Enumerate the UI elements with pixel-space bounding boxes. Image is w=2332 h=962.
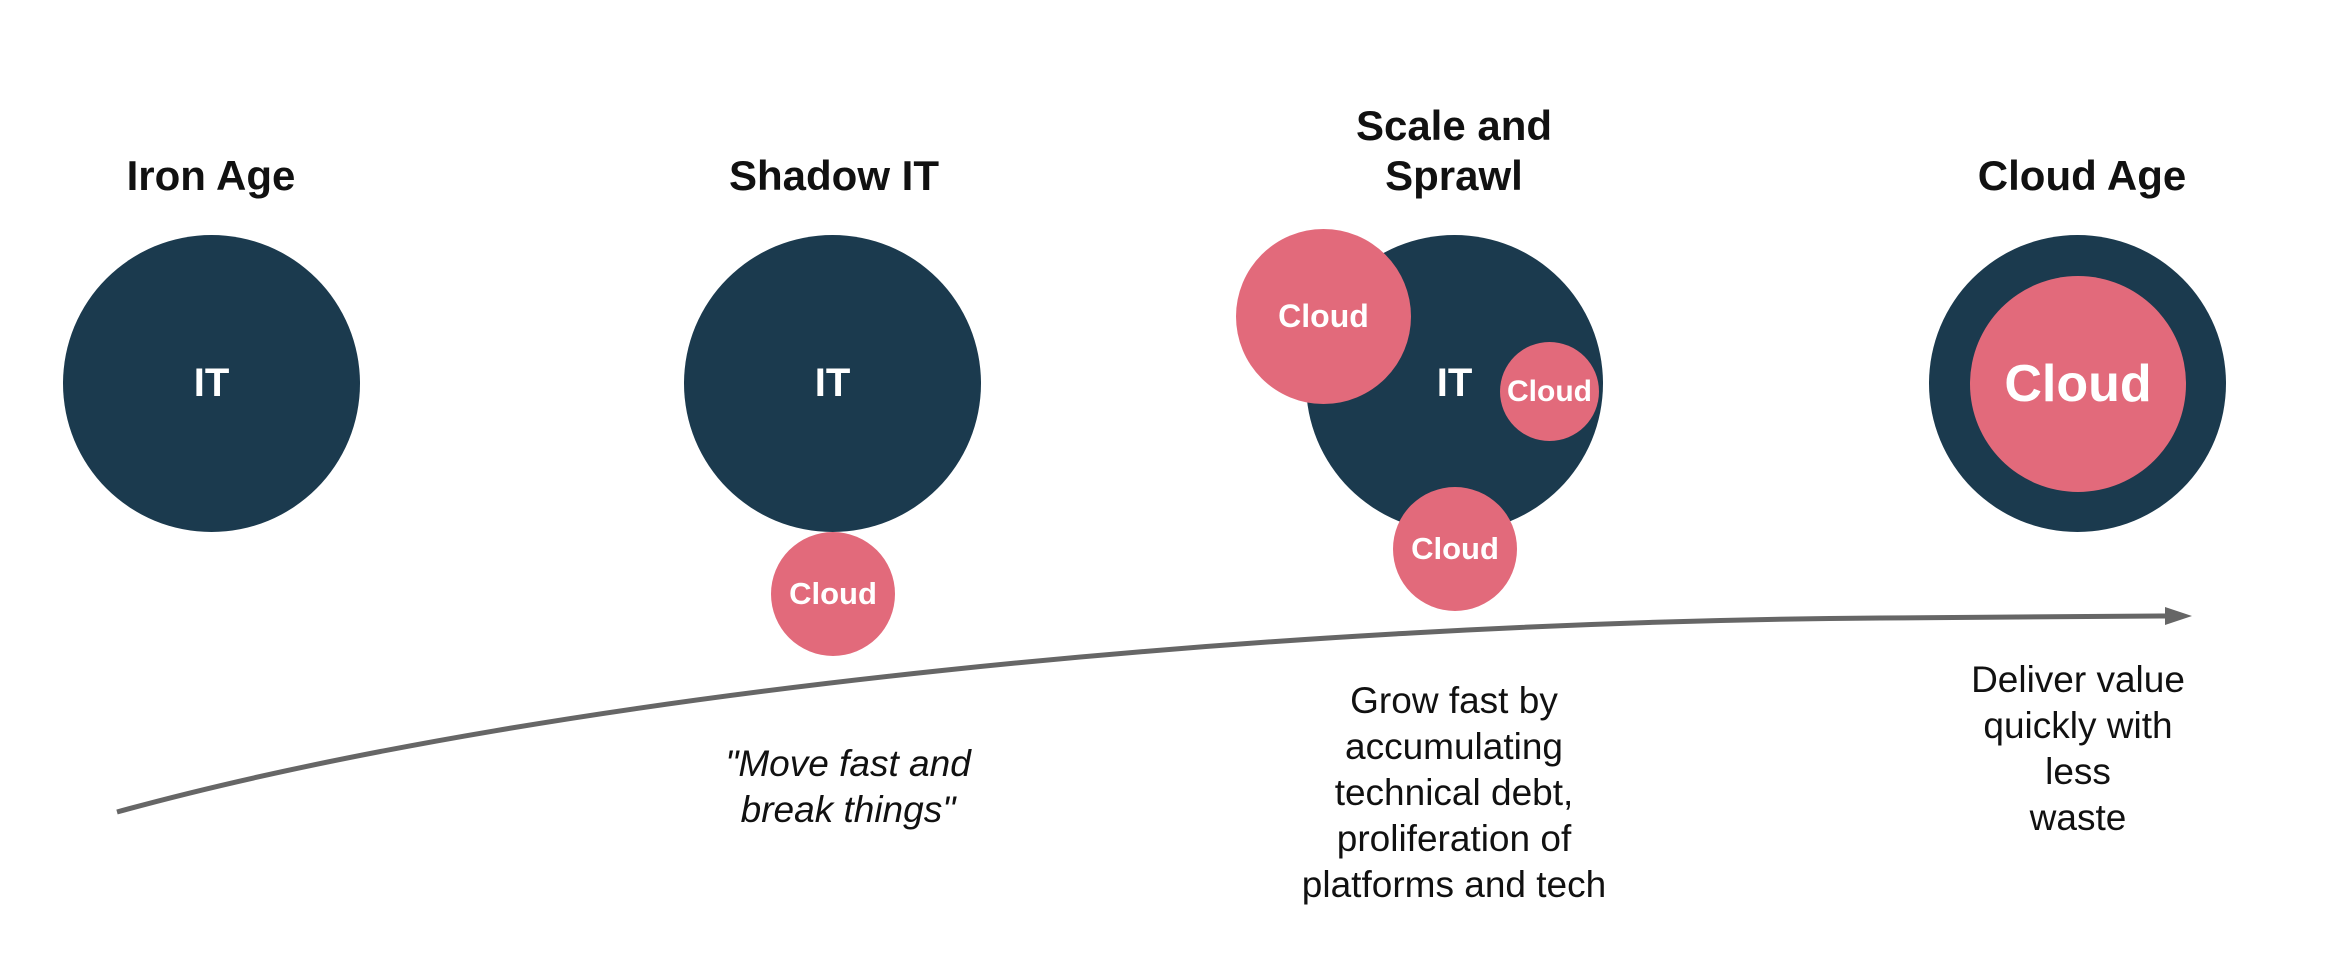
it-label: IT xyxy=(193,361,230,405)
cloud-circle: Cloud xyxy=(1970,276,2186,492)
it-label: IT xyxy=(814,361,851,405)
cloud-label: Cloud xyxy=(1278,298,1369,334)
progress-arrow-head xyxy=(2165,607,2192,625)
cloud-circle: Cloud xyxy=(1500,342,1599,441)
cloud-circle: Cloud xyxy=(1236,229,1411,404)
cloud-label: Cloud xyxy=(1507,374,1592,408)
stage-title-scale-and-sprawl: Scale and Sprawl xyxy=(1355,102,1553,199)
stage-description-cloud-age: Deliver value quickly with less waste xyxy=(1971,659,2185,838)
cloud-label: Cloud xyxy=(1411,531,1499,566)
stage-title-iron-age: Iron Age xyxy=(126,152,296,199)
progress-arrow-line xyxy=(116,613,2166,815)
cloud-circle: Cloud xyxy=(1393,487,1517,611)
it-circle: IT xyxy=(684,235,981,532)
it-circle: IT xyxy=(63,235,360,532)
cloud-label: Cloud xyxy=(2004,355,2152,413)
stage-title-cloud-age: Cloud Age xyxy=(1977,152,2187,199)
stage-title-shadow-it: Shadow IT xyxy=(729,152,939,199)
it-label: IT xyxy=(1436,361,1473,405)
stage-description-scale-and-sprawl: Grow fast by accumulating technical debt… xyxy=(1301,680,1607,905)
cloud-label: Cloud xyxy=(789,576,877,611)
cloud-circle: Cloud xyxy=(771,532,895,656)
stage-description-shadow-it: "Move fast and break things" xyxy=(725,743,971,830)
